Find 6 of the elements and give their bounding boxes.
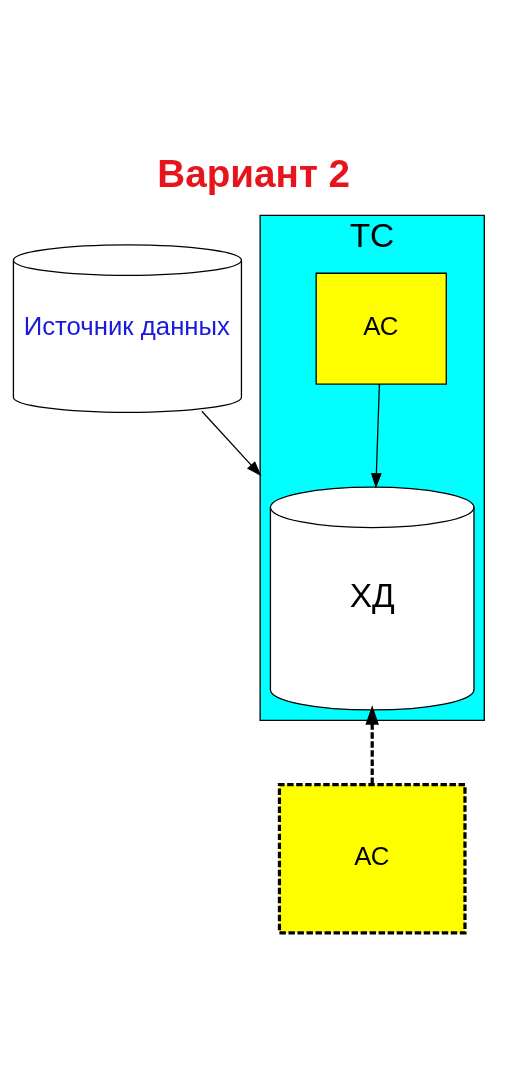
node-box: АС [277,783,467,935]
arrow [365,705,379,785]
arrow [201,410,262,477]
arrow [370,383,382,489]
diagram-title: Вариант 2 [157,151,351,195]
node-box: АС [315,272,447,385]
